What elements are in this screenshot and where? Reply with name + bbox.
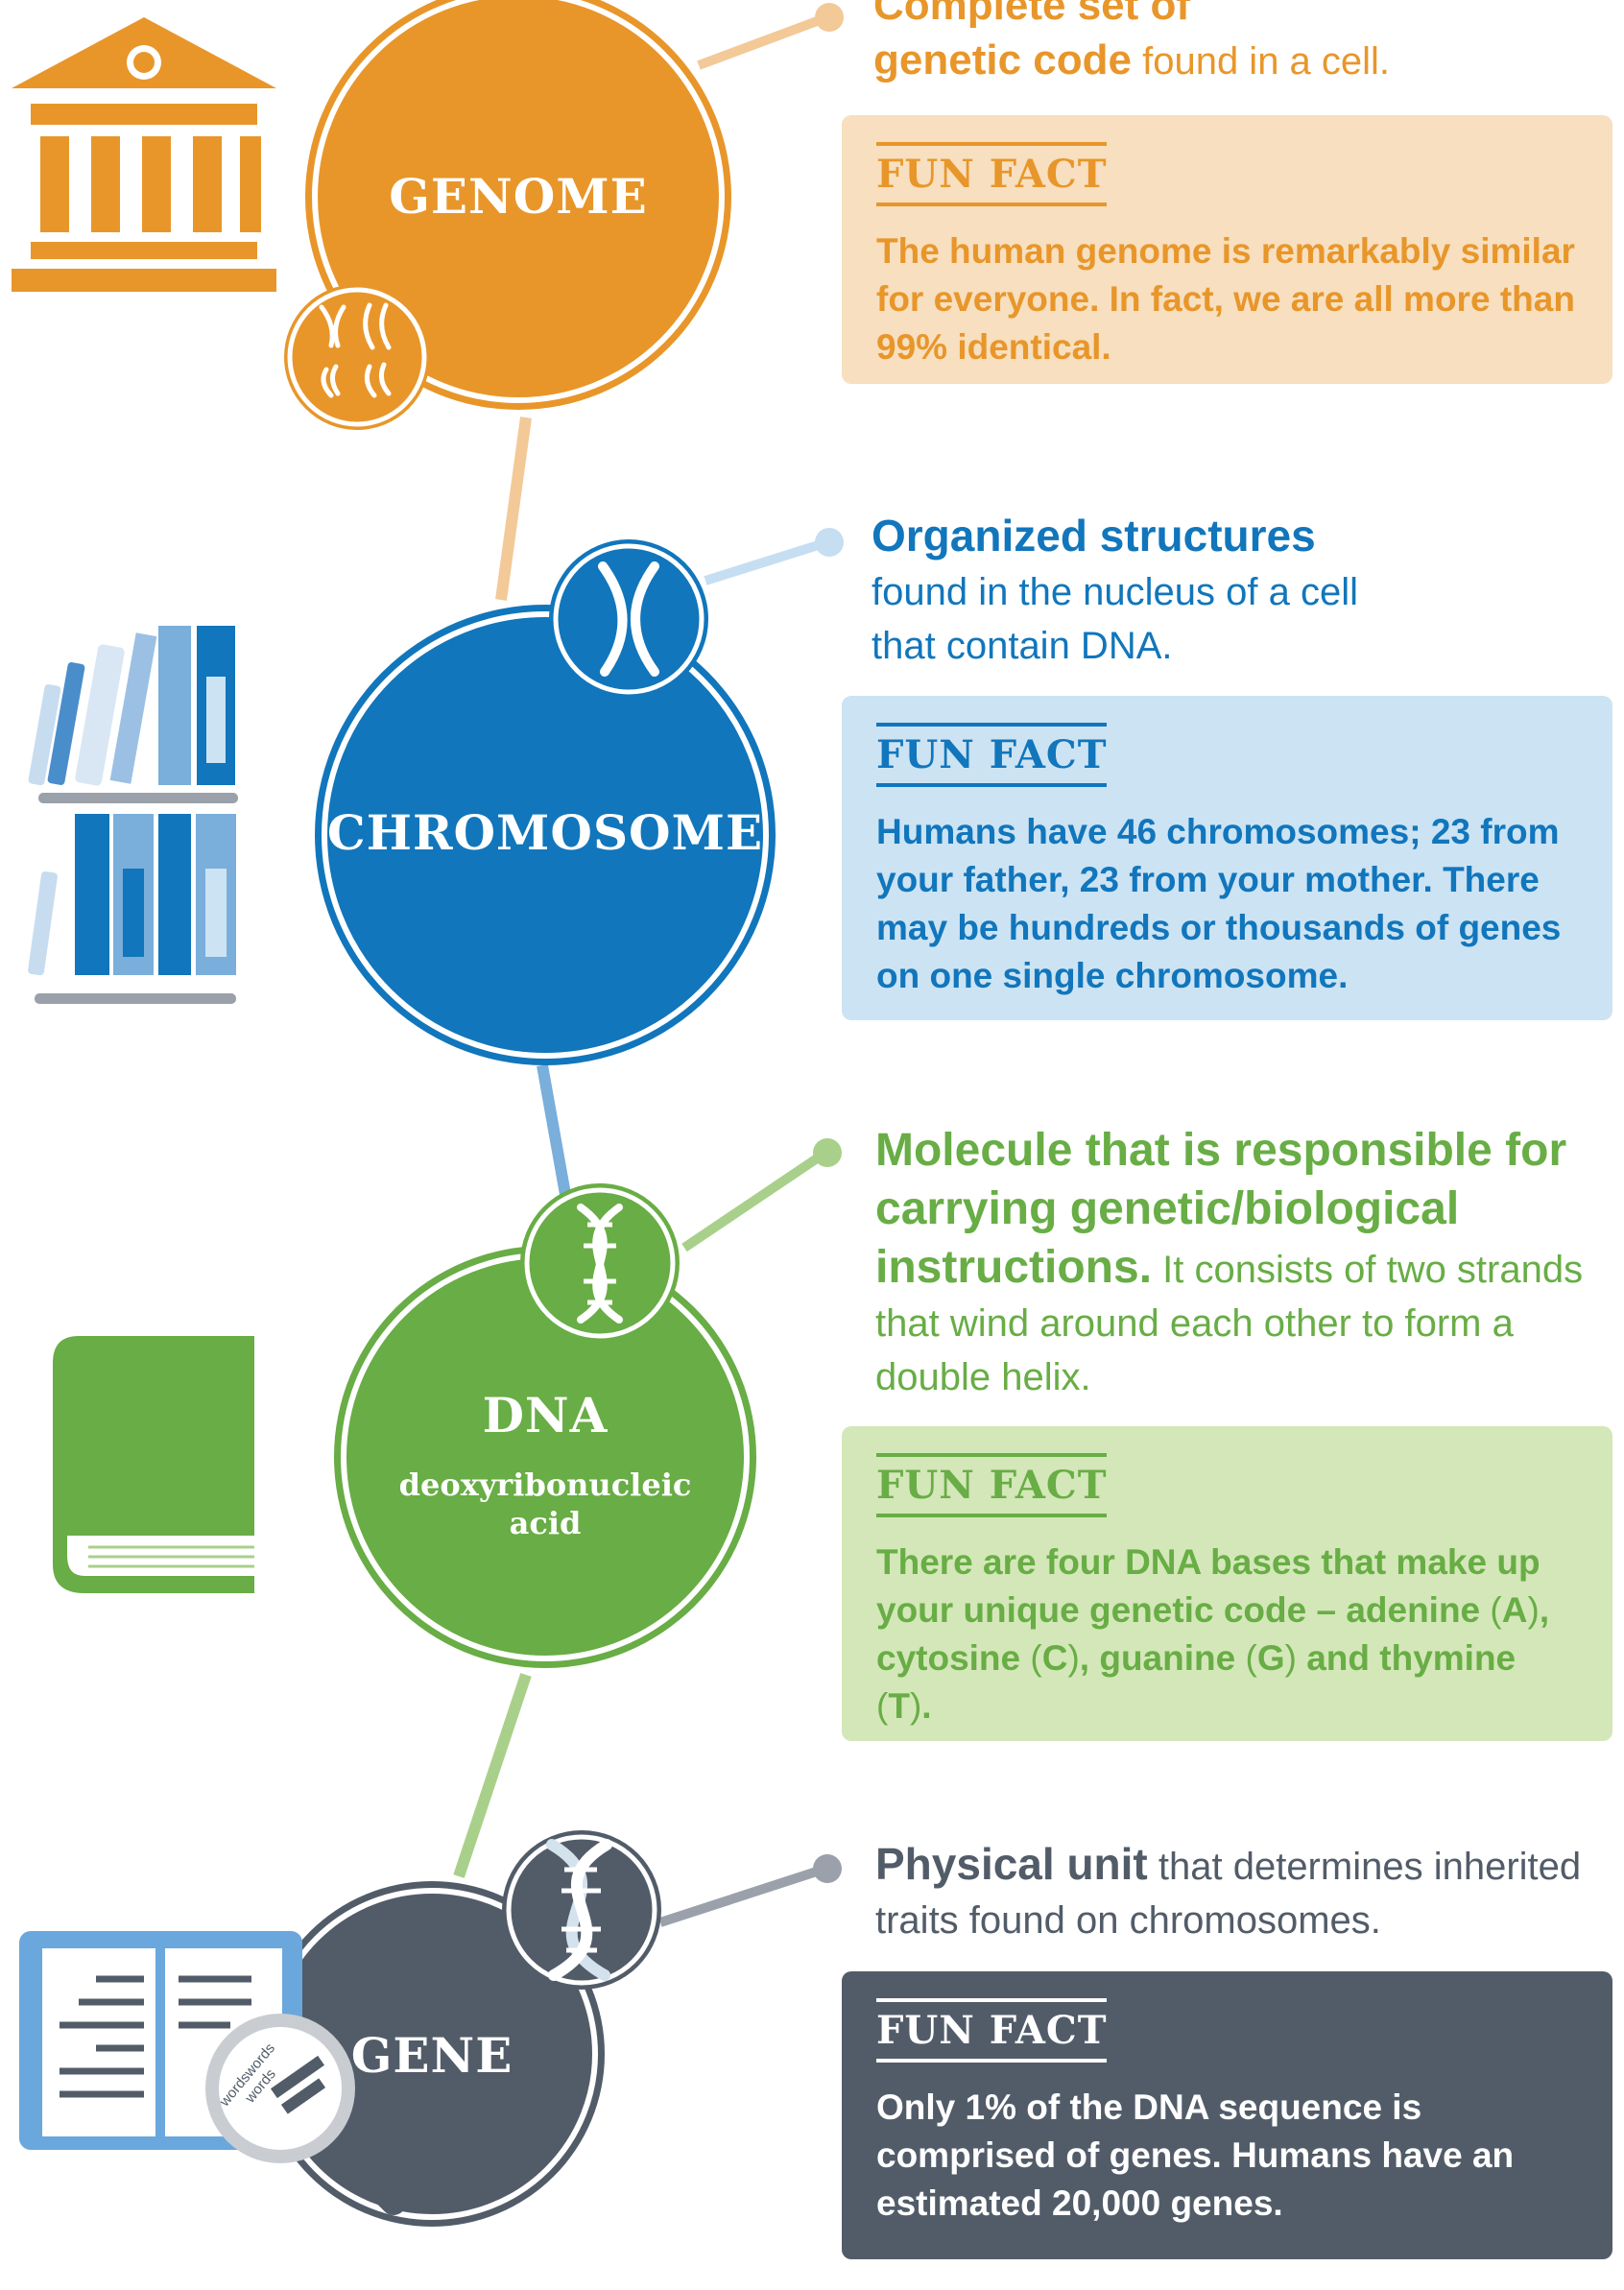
museum-icon xyxy=(12,17,276,292)
genome-fun-fact-text: The human genome is remarkably similar f… xyxy=(876,231,1575,367)
magnifier-icon xyxy=(205,2014,406,2215)
genome-fun-fact-label: FUN FACT xyxy=(876,142,1108,206)
gene-fun-fact-label: FUN FACT xyxy=(876,1998,1108,2063)
gene-fun-fact-text: Only 1% of the DNA sequence is comprised… xyxy=(876,2087,1515,2223)
chromosome-fun-fact-box: FUN FACT Humans have 46 chromosomes; 23 … xyxy=(842,696,1612,1020)
genome-circle xyxy=(305,0,731,410)
chromosome-circle xyxy=(315,605,776,1065)
dna-title: DNA xyxy=(482,1387,609,1443)
chromosome-fun-fact-text: Humans have 46 chromosomes; 23 from your… xyxy=(876,812,1562,995)
pointer-gene xyxy=(658,1854,842,1927)
dna-subtitle: deoxyribonucleic acid xyxy=(398,1467,692,1541)
genome-title: GENOME xyxy=(389,168,648,225)
connector-genome-chromosome xyxy=(495,417,532,601)
gene-description: Physical unit that determines inherited … xyxy=(875,1839,1582,1942)
dna-fun-fact-label: FUN FACT xyxy=(876,1453,1108,1517)
dna-fun-fact-text: There are four DNA bases that make up yo… xyxy=(876,1542,1550,1726)
dna-helix-icon xyxy=(520,1183,680,1343)
chromosome-title: CHROMOSOME xyxy=(326,804,764,861)
connector-chromosome-dna xyxy=(537,1063,572,1202)
genome-description: Complete set of genetic code found in a … xyxy=(873,0,1391,83)
genome-fun-fact-box: FUN FACT The human genome is remarkably … xyxy=(842,115,1612,384)
pointer-chromosome xyxy=(704,528,844,585)
pointer-genome xyxy=(697,3,844,70)
chromosome-icon xyxy=(549,539,708,699)
chromosome-fun-fact-label: FUN FACT xyxy=(876,723,1108,787)
gene-fun-fact-box: FUN FACT Only 1% of the DNA sequence is … xyxy=(842,1971,1612,2259)
book-icon xyxy=(53,1336,254,1593)
gene-dna-badge xyxy=(502,1830,661,1990)
dna-description: Molecule that is responsible for carryin… xyxy=(875,1125,1584,1398)
chromosomes-icon xyxy=(284,284,430,430)
dna-fun-fact-box: FUN FACT There are four DNA bases that m… xyxy=(842,1426,1612,1741)
gene-title: GENE xyxy=(350,2027,513,2084)
connector-dna-gene xyxy=(453,1673,532,1878)
bookshelf-icon xyxy=(28,626,238,1004)
chromosome-description: Organized structures found in the nucleu… xyxy=(872,511,1359,667)
pointer-dna xyxy=(681,1138,842,1252)
